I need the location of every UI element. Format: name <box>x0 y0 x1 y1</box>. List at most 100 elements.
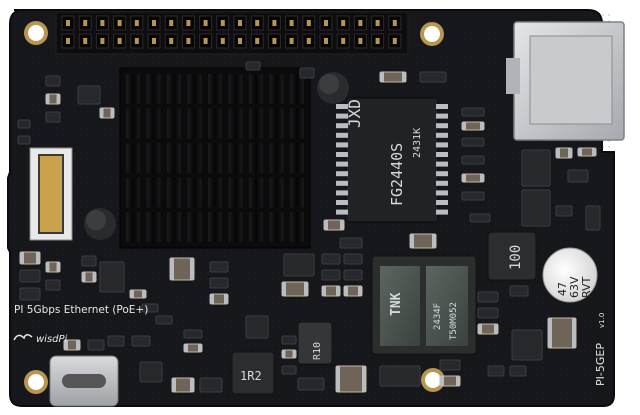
heatsink-fin <box>249 143 263 173</box>
smd-part <box>45 279 61 291</box>
smd-terminal <box>92 272 96 282</box>
ic-pin <box>436 152 448 157</box>
ic-pin <box>436 142 448 148</box>
gpio-pin-tip <box>375 38 380 44</box>
smd-terminal <box>456 376 460 386</box>
heatsink-fin <box>228 212 243 242</box>
heatsink-fin <box>126 74 140 104</box>
smd-part <box>245 61 261 71</box>
smd-terminal <box>282 350 286 358</box>
ic-pin <box>436 190 448 196</box>
heatsink-fin <box>167 177 181 208</box>
smd-part <box>509 285 529 297</box>
gpio-pin-tip <box>324 20 328 26</box>
smd-part <box>321 253 341 265</box>
smd-part <box>461 137 485 147</box>
heatsink-fin <box>126 177 140 208</box>
smd-part <box>139 361 163 383</box>
smd-part <box>547 317 577 349</box>
gpio-pin-tip <box>358 20 363 26</box>
smd-part <box>335 365 367 393</box>
smd-part <box>245 315 269 339</box>
smd-terminal <box>110 108 114 118</box>
smd-part <box>461 107 485 117</box>
smd-terminal <box>402 72 406 82</box>
gpio-pin-tip <box>220 20 225 26</box>
rj45-jack <box>506 21 625 141</box>
smd-part <box>299 67 315 79</box>
ic-pin <box>336 152 348 157</box>
smd-part <box>19 287 41 301</box>
capacitor-line2: 63V <box>568 276 581 298</box>
smd-part <box>283 253 315 277</box>
smd-terminal <box>36 252 40 264</box>
gpio-pin-tip <box>100 20 105 26</box>
gpio-pin-tip <box>238 38 242 44</box>
smd-part <box>343 253 363 265</box>
smd-part <box>567 169 589 183</box>
smd-terminal <box>578 148 582 156</box>
smd-terminal <box>572 318 576 348</box>
heatsink-fin <box>208 74 222 104</box>
gpio-pin-tip <box>375 20 380 26</box>
gpio-pin-tip <box>186 20 191 26</box>
heatsink-fin <box>146 177 161 208</box>
smd-terminal <box>494 324 498 334</box>
heatsink-fin <box>228 108 243 139</box>
ic-pin <box>436 209 448 215</box>
smd-part <box>17 119 31 129</box>
heatsink <box>119 67 311 249</box>
gpio-pin-tip <box>134 20 139 26</box>
heatsink-fin <box>249 108 263 139</box>
heatsink-fin <box>208 108 222 139</box>
poe-transformer: TNK 2434F T50M052 <box>371 255 477 355</box>
smd-part <box>297 377 325 391</box>
smd-part <box>461 191 485 201</box>
smd-terminal <box>462 174 466 182</box>
heatsink-fin <box>249 177 263 208</box>
gpio-pin-tip <box>255 38 260 44</box>
smd-part <box>131 335 151 347</box>
gpio-pin-tip <box>169 38 174 44</box>
smd-part <box>183 329 203 339</box>
smd-part <box>521 149 551 187</box>
smd-terminal <box>380 72 384 82</box>
heatsink-fin <box>187 177 202 208</box>
smd-terminal <box>100 108 104 118</box>
heatsink-fin <box>269 74 284 104</box>
smd-terminal <box>440 376 444 386</box>
gpio-pin-tip <box>169 20 174 26</box>
smd-terminal <box>432 234 436 248</box>
smd-terminal <box>358 286 362 296</box>
heatsink-fin <box>208 177 222 208</box>
heatsink-fin <box>167 143 181 173</box>
smd-terminal <box>304 282 308 296</box>
brand-logo-mark <box>13 334 33 341</box>
heatsink-fin <box>208 212 222 242</box>
ic-pin <box>436 180 448 186</box>
ic-pin <box>336 123 348 129</box>
smd-terminal <box>46 262 50 272</box>
ic-pin <box>336 113 348 119</box>
smd-part <box>469 213 491 223</box>
smd-components <box>17 61 601 393</box>
ic-pin <box>336 209 348 215</box>
capacitor-line1: 47 <box>556 282 569 296</box>
heatsink-fin <box>228 143 243 173</box>
smd-part <box>77 85 101 105</box>
gpio-pin-tip <box>306 20 311 26</box>
smd-part <box>555 205 573 217</box>
gpio-pin-tip <box>272 20 277 26</box>
smd-part <box>87 339 105 351</box>
heatsink-fin <box>228 74 243 104</box>
smd-part <box>19 269 41 283</box>
smd-part <box>379 365 421 387</box>
smd-part <box>155 315 173 325</box>
heatsink-fin <box>187 108 202 139</box>
gpio-pin-tip <box>238 20 242 26</box>
smd-terminal <box>336 286 340 296</box>
smd-terminal <box>410 234 414 248</box>
mounting-holes <box>24 21 445 394</box>
smd-terminal <box>322 286 326 296</box>
smd-part <box>99 261 125 293</box>
